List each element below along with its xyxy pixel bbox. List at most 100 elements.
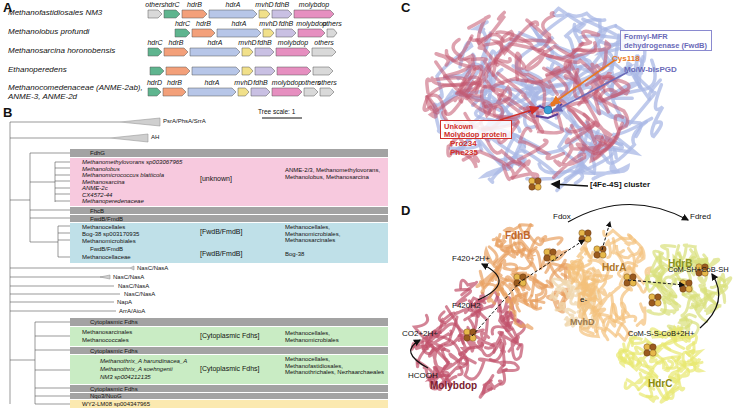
text-label: molybdop <box>296 20 326 28</box>
fes-cluster <box>624 280 630 286</box>
ribbon <box>466 294 498 333</box>
node-text: NM3 sp004212135 <box>100 374 151 381</box>
node-text: Methanosarcina <box>82 179 125 186</box>
node-text: Formyl-MFR dehydrogenase (FwdB) <box>624 33 708 50</box>
ribbon <box>550 288 559 300</box>
clade-band: Cytoplasmic Fdhs <box>70 318 388 326</box>
text-label: fdhB <box>279 20 293 28</box>
ribbon <box>637 304 645 326</box>
text-label: NapA <box>117 299 132 306</box>
fes-cluster <box>470 335 476 341</box>
ribbon <box>556 304 575 313</box>
node-text: Methanocellales <box>82 224 125 231</box>
text-label: fdhB <box>275 1 289 9</box>
ribbon <box>459 327 483 336</box>
panel-letter: D <box>401 204 410 218</box>
text-label: e- <box>580 296 587 305</box>
clade-band: FhcB <box>70 207 388 214</box>
gene-arrow <box>242 67 253 75</box>
text-label: others <box>322 20 341 28</box>
ribbon <box>469 16 503 43</box>
node-text: Nqo3/NuoG <box>90 393 122 400</box>
ribbon <box>412 341 427 349</box>
node-text: ANME-2/3, Methanomethylovorans, Methanol… <box>285 167 385 180</box>
node-text: Methanocellales, Methanomicrobiales, Met… <box>285 224 385 244</box>
clade-band: FdhG <box>70 149 388 157</box>
text-label: [4Fe-4S] cluster <box>590 181 650 190</box>
gene-arrow <box>277 67 311 75</box>
cofactor-sticks <box>528 104 562 118</box>
ribbon <box>562 288 573 298</box>
gene-arrow <box>272 88 302 96</box>
text-label: NasC/NasA <box>118 283 149 290</box>
fes-cluster <box>686 286 692 292</box>
fes-cluster <box>594 252 600 258</box>
node-text: Methanococcales <box>82 337 129 344</box>
fes-cluster <box>624 274 630 280</box>
ribbon <box>647 396 658 401</box>
ribbon <box>594 287 620 316</box>
ribbon <box>617 347 646 360</box>
node-text: Cytoplasmic Fdhs <box>90 348 138 355</box>
gene-arrow <box>188 88 236 96</box>
text-label: hdrB <box>169 39 184 47</box>
gene-arrow <box>294 10 334 18</box>
clade-band: Nqo3/NuoG <box>70 393 388 399</box>
fes-cluster <box>464 329 470 335</box>
text-label: others <box>317 79 336 87</box>
text-label: F420H2 <box>452 302 480 311</box>
ribbon <box>484 22 537 53</box>
fes-cluster <box>520 274 526 280</box>
fes-cluster <box>644 350 650 356</box>
text-label: Methanofastidiosales NM3 <box>8 9 102 18</box>
fes-cluster <box>585 230 591 236</box>
gene-arrow <box>242 48 253 56</box>
gene-arrow <box>163 88 186 96</box>
text-label: NasC/NasA <box>113 274 144 281</box>
callout-box: Unkown Molybdop protein <box>440 120 512 139</box>
text-label: NasC/NasA <box>124 291 155 298</box>
text-label: molybdop <box>272 79 302 87</box>
node-text: [unknown] <box>200 176 232 183</box>
text-label: NasC/NasA <box>137 265 168 272</box>
ribbon <box>630 337 655 351</box>
text-label: F420+2H+ <box>452 255 490 264</box>
node-text: CX4572-44 <box>82 192 112 199</box>
text-label: CoM-SH+CoB-SH <box>668 266 729 274</box>
node-text: Unkown Molybdop protein <box>444 123 510 139</box>
ribbon <box>692 294 711 322</box>
text-label: hdrA <box>208 39 223 47</box>
clade-band: MethanosarcinalesMethanococcales[Cytopla… <box>70 327 388 346</box>
text-label: HdrC <box>648 378 672 389</box>
clade-band: Cytoplasmic Fdhs <box>70 385 388 392</box>
text-label: Methanosarcina horonobensis <box>8 47 115 56</box>
gene-arrow <box>263 29 274 37</box>
gene-arrow <box>217 29 261 37</box>
text-label: PsrA/PhsA/SrrA <box>163 118 206 125</box>
gene-arrow <box>148 10 162 18</box>
fes-cluster <box>529 184 535 190</box>
gene-arrow <box>150 67 164 75</box>
gene-arrow <box>192 67 240 75</box>
ribbon <box>542 249 550 272</box>
ribbon <box>718 278 731 303</box>
fes-cluster <box>585 236 591 242</box>
ribbon <box>554 154 585 177</box>
gene-arrow <box>164 48 188 56</box>
gene-arrow <box>304 88 318 96</box>
text-label: Cys118 <box>612 55 640 64</box>
ribbon <box>498 273 527 286</box>
ribbon <box>448 146 479 168</box>
gene-arrow <box>209 10 257 18</box>
gene-arrow <box>276 48 310 56</box>
gene-arrow <box>164 10 180 18</box>
gene-arrow <box>238 88 249 96</box>
text-label: ArrA/AioA <box>119 308 145 315</box>
node-text: Methanothrix_A soehngenii <box>100 366 173 373</box>
text-label: mvhD <box>259 20 277 28</box>
text-label: mvhD <box>234 79 252 87</box>
text-label: Ethanoperedens <box>8 66 67 75</box>
text-label: Tree scale: 1 <box>258 108 295 115</box>
gene-cluster <box>148 10 337 96</box>
